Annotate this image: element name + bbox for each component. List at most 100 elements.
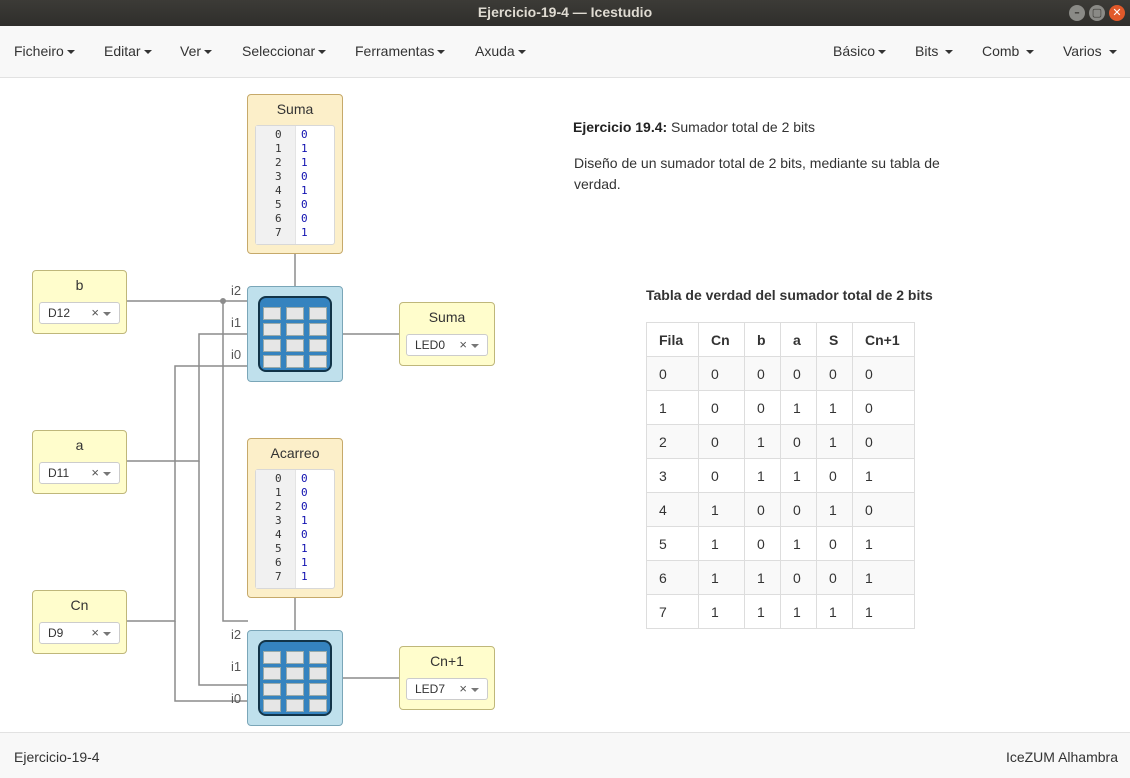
table-cell: 0 [744, 390, 781, 425]
menu-axuda[interactable]: Axuda [475, 43, 526, 59]
table-cell: 1 [698, 594, 745, 629]
table-cell: 0 [780, 560, 817, 595]
input-label: Cn [70, 597, 89, 613]
project-name: Ejercicio-19-4 [14, 749, 100, 765]
table-cell: 2 [646, 424, 699, 459]
input-block-b[interactable]: b D12 × [32, 270, 127, 334]
table-cell: 0 [698, 424, 745, 459]
table-cell: 1 [698, 492, 745, 527]
truth-table-block-acarreo[interactable] [247, 630, 343, 726]
caret-down-icon [517, 50, 526, 55]
menu-basico[interactable]: Básico [833, 43, 887, 59]
chevron-down-icon[interactable] [471, 688, 479, 692]
input-block-a[interactable]: a D11 × [32, 430, 127, 494]
table-cell: 1 [780, 594, 817, 629]
menu-varios[interactable]: Varios [1063, 43, 1117, 59]
caret-down-icon [1026, 50, 1035, 55]
clear-icon[interactable]: × [459, 681, 467, 696]
pin-select[interactable]: LED0 × [406, 334, 488, 356]
table-cell: 0 [744, 526, 781, 561]
menu-ferramentas[interactable]: Ferramentas [355, 43, 446, 59]
pin-value: D12 [48, 306, 71, 320]
table-cell: 1 [816, 594, 853, 629]
pin-select[interactable]: D12 × [39, 302, 120, 324]
table-cell: 1 [744, 560, 781, 595]
clear-icon[interactable]: × [91, 465, 99, 480]
table-cell: 0 [646, 356, 699, 391]
maximize-button[interactable]: ▢ [1089, 5, 1105, 21]
pin-select[interactable]: D11 × [39, 462, 120, 484]
memory-title: Suma [276, 101, 314, 117]
table-cell: 0 [852, 424, 915, 459]
menu-bits[interactable]: Bits [915, 43, 954, 59]
input-block-cn[interactable]: Cn D9 × [32, 590, 127, 654]
pin-value: LED7 [415, 682, 446, 696]
table-cell: 1 [780, 458, 817, 493]
clear-icon[interactable]: × [459, 337, 467, 352]
menu-bar: Ficheiro Editar Ver Seleccionar Ferramen… [0, 26, 1130, 78]
chevron-down-icon[interactable] [103, 312, 111, 316]
menu-comb[interactable]: Comb [982, 43, 1035, 59]
table-cell: 0 [816, 560, 853, 595]
menu-editar[interactable]: Editar [104, 43, 152, 59]
port-label-i1: i1 [231, 659, 242, 674]
minimize-button[interactable]: – [1069, 5, 1085, 21]
memory-title: Acarreo [270, 445, 320, 461]
menu-seleccionar[interactable]: Seleccionar [242, 43, 327, 59]
chevron-down-icon[interactable] [103, 472, 111, 476]
caret-down-icon [318, 50, 327, 55]
table-cell: 1 [816, 390, 853, 425]
pin-select[interactable]: D9 × [39, 622, 120, 644]
clear-icon[interactable]: × [91, 305, 99, 320]
pin-value: LED0 [415, 338, 446, 352]
table-cell: 1 [852, 458, 915, 493]
chevron-down-icon[interactable] [471, 344, 479, 348]
truth-table-block-suma[interactable] [247, 286, 343, 382]
status-bar: Ejercicio-19-4 IceZUM Alhambra [0, 732, 1130, 778]
table-cell: 1 [780, 526, 817, 561]
table-icon [258, 296, 332, 372]
column-header: S [816, 322, 853, 357]
memory-gutter [256, 470, 296, 588]
pin-value: D11 [48, 466, 70, 480]
pin-select[interactable]: LED7 × [406, 678, 488, 700]
caret-down-icon [204, 50, 213, 55]
table-cell: 1 [780, 390, 817, 425]
close-button[interactable]: ✕ [1109, 5, 1125, 21]
table-cell: 3 [646, 458, 699, 493]
caret-down-icon [878, 50, 887, 55]
clear-icon[interactable]: × [91, 625, 99, 640]
port-label-i0: i0 [231, 691, 242, 706]
window-title: Ejercicio-19-4 — Icestudio [477, 4, 653, 20]
port-label-i0: i0 [231, 347, 242, 362]
output-block-cn1[interactable]: Cn+1 LED7 × [399, 646, 495, 710]
chevron-down-icon[interactable] [103, 632, 111, 636]
output-block-suma[interactable]: Suma LED0 × [399, 302, 495, 366]
caret-down-icon [143, 50, 152, 55]
column-header: Cn+1 [852, 322, 915, 357]
menu-ficheiro[interactable]: Ficheiro [14, 43, 75, 59]
port-label-i2: i2 [231, 627, 242, 642]
table-cell: 1 [852, 594, 915, 629]
exercise-description: Diseño de un sumador total de 2 bits, me… [574, 155, 940, 192]
menu-ver[interactable]: Ver [180, 43, 213, 59]
pin-value: D9 [48, 626, 64, 640]
board-name[interactable]: IceZUM Alhambra [1005, 749, 1118, 765]
table-cell: 0 [698, 356, 745, 391]
table-cell: 1 [744, 458, 781, 493]
